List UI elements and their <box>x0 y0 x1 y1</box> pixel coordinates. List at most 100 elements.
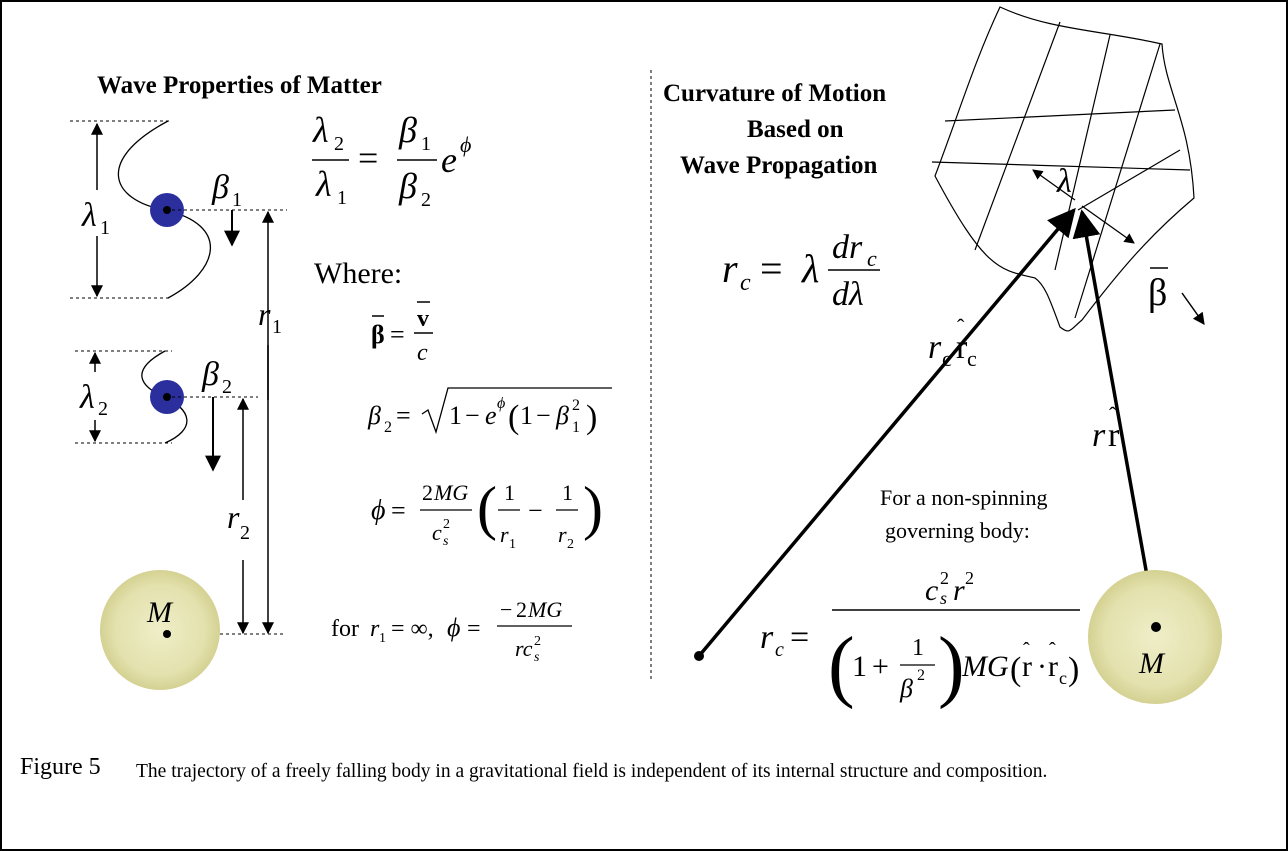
svg-text:2: 2 <box>534 634 541 649</box>
svg-text:ϕ: ϕ <box>447 613 460 642</box>
svg-text:β: β <box>398 166 417 206</box>
svg-text:2: 2 <box>443 517 450 532</box>
svg-text:r: r <box>558 522 567 547</box>
svg-text:2: 2 <box>516 597 527 622</box>
svg-text:2: 2 <box>572 397 580 414</box>
svg-text:ˆ: ˆ <box>1109 402 1117 427</box>
note-line-1: For a non-spinning <box>880 485 1047 510</box>
svg-text:ϕ: ϕ <box>460 132 471 157</box>
lambda1-symbol: λ <box>81 197 97 234</box>
svg-text:(: ( <box>477 475 497 541</box>
lambda2-symbol: λ <box>79 379 95 416</box>
svg-text:c: c <box>925 574 938 607</box>
svg-text:MG: MG <box>961 650 1009 683</box>
svg-text:=: = <box>790 619 809 656</box>
svg-text:−: − <box>528 496 543 525</box>
svg-text:= ∞,: = ∞, <box>391 616 434 642</box>
svg-text:dr: dr <box>832 229 863 266</box>
note-line-2: governing body: <box>885 518 1030 543</box>
r-vector <box>1072 209 1158 627</box>
svg-text:): ) <box>586 399 597 436</box>
svg-text:c: c <box>432 520 442 545</box>
svg-text:(: ( <box>828 622 855 710</box>
svg-text:r: r <box>500 522 509 547</box>
svg-text:=: = <box>358 138 378 178</box>
svg-text:2: 2 <box>940 568 949 588</box>
svg-text:λ: λ <box>315 164 332 204</box>
rc-rhat-label: r c rˆ c <box>928 314 977 371</box>
svg-text:1: 1 <box>509 537 516 552</box>
svg-text:2: 2 <box>965 568 974 588</box>
wave-2: λ 2 β 2 <box>75 350 258 472</box>
svg-text:c: c <box>1059 668 1067 688</box>
svg-text:2: 2 <box>334 133 344 155</box>
svg-text:2: 2 <box>917 667 925 684</box>
svg-text:2: 2 <box>384 419 392 436</box>
svg-text:+: + <box>872 650 889 683</box>
svg-text:s: s <box>443 534 449 549</box>
svg-text:β: β <box>398 110 417 150</box>
svg-text:r: r <box>370 616 380 642</box>
svg-text:1: 1 <box>562 480 573 505</box>
svg-text:=: = <box>760 246 783 291</box>
svg-text:(: ( <box>1010 651 1021 688</box>
svg-text:1: 1 <box>572 419 580 436</box>
svg-text:rc: rc <box>515 636 533 661</box>
svg-text:1: 1 <box>449 401 462 430</box>
svg-text:2: 2 <box>222 376 232 398</box>
svg-text:c: c <box>775 639 784 661</box>
beta1-symbol: β <box>211 169 229 206</box>
svg-text:): ) <box>1068 651 1079 688</box>
r2-symbol: r <box>227 499 240 535</box>
right-title-line-2: Based on <box>747 116 844 143</box>
svg-text:r: r <box>956 329 968 366</box>
mass-right <box>1088 570 1222 704</box>
svg-text:v: v <box>417 306 429 332</box>
svg-text:1: 1 <box>232 189 242 211</box>
r1-symbol: r <box>258 296 271 332</box>
svg-text:ˆ: ˆ <box>1023 639 1030 661</box>
svg-text:−: − <box>500 597 512 622</box>
svg-text:2: 2 <box>240 522 250 544</box>
svg-text:r: r <box>1092 417 1106 454</box>
svg-text:): ) <box>583 475 603 541</box>
svg-text:1: 1 <box>912 635 924 661</box>
svg-text:r: r <box>760 619 774 656</box>
svg-text:2: 2 <box>421 189 431 211</box>
svg-text:·: · <box>1037 650 1047 683</box>
svg-text:ϕ: ϕ <box>371 495 386 526</box>
svg-text:λ: λ <box>801 246 819 291</box>
beta-definition: β = v c <box>371 301 433 366</box>
svg-text:2: 2 <box>98 398 108 420</box>
right-title-line-3: Wave Propagation <box>680 152 878 179</box>
svg-text:c: c <box>867 246 877 271</box>
mass-right-label: M <box>1138 647 1166 680</box>
svg-text:ϕ: ϕ <box>497 395 505 412</box>
svg-text:1: 1 <box>504 480 515 505</box>
svg-text:MG: MG <box>527 597 562 622</box>
svg-text:=: = <box>391 496 406 525</box>
caption-text: The trajectory of a freely falling body … <box>136 761 1048 782</box>
beta2-symbol: β <box>201 356 219 393</box>
svg-text:ˆ: ˆ <box>957 314 965 339</box>
svg-text:r: r <box>1022 650 1032 683</box>
svg-text:=: = <box>390 320 405 349</box>
svg-text:β: β <box>371 320 385 349</box>
svg-text:1: 1 <box>520 401 533 430</box>
svg-text:dλ: dλ <box>832 276 864 313</box>
left-title: Wave Properties of Matter <box>97 72 382 99</box>
svg-text:−: − <box>536 401 551 430</box>
r-rhat-label: r rˆ <box>1092 402 1120 454</box>
svg-text:1: 1 <box>337 187 347 209</box>
mass-left <box>100 570 220 690</box>
wavefront-grid <box>931 6 1195 332</box>
svg-text:(: ( <box>508 399 519 436</box>
svg-text:1: 1 <box>852 650 867 683</box>
svg-text:s: s <box>940 588 947 608</box>
lambda-symbol: λ <box>1056 163 1072 200</box>
